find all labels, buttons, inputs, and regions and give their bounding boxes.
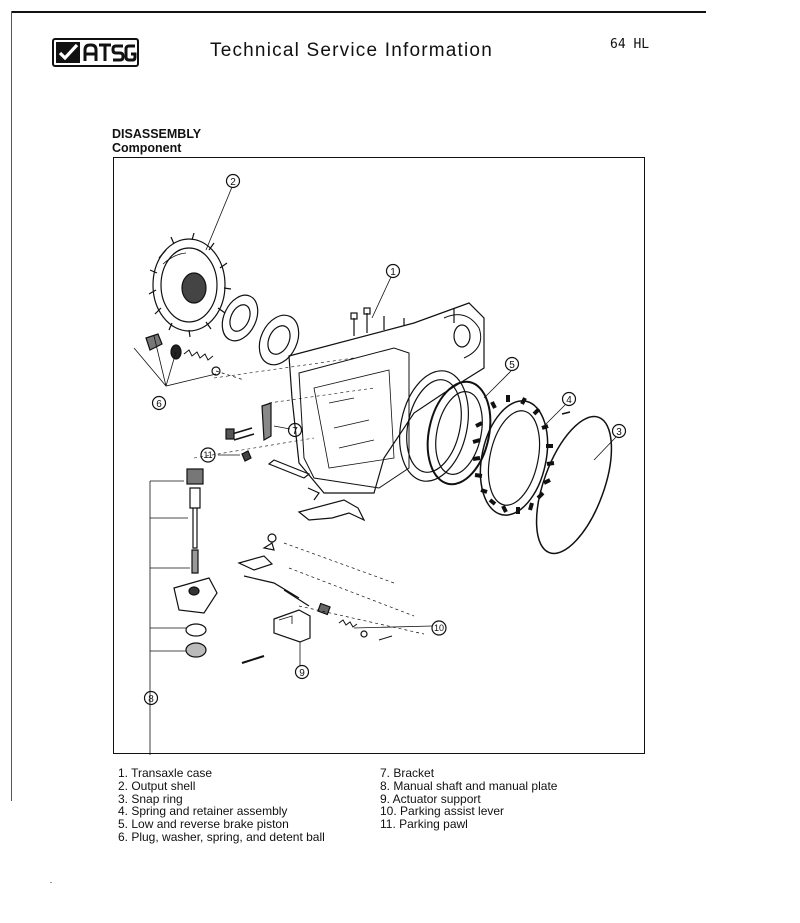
section-title: DISASSEMBLY bbox=[112, 127, 202, 141]
detent-parts bbox=[145, 333, 245, 381]
callout-11-label: 11 bbox=[203, 450, 212, 460]
page-border-top bbox=[12, 11, 706, 13]
legend-item: 10. Parking assist lever bbox=[380, 804, 505, 819]
scan-speck bbox=[50, 882, 52, 883]
callout-7 bbox=[287, 422, 303, 438]
thrust-washer bbox=[221, 294, 259, 342]
bearing-race bbox=[258, 314, 300, 366]
leader-5 bbox=[483, 370, 512, 399]
leader-1 bbox=[371, 276, 392, 319]
callout-9-label: 9 bbox=[299, 668, 305, 679]
callout-4 bbox=[561, 391, 577, 407]
legend-item: 1. Transaxle case bbox=[118, 766, 213, 780]
callout-3-label: 3 bbox=[616, 427, 622, 438]
page-code: 64 HL bbox=[610, 37, 650, 52]
page-border-left bbox=[11, 11, 12, 801]
callout-5-label: 5 bbox=[509, 360, 515, 371]
section-subtitle: Component bbox=[112, 141, 182, 155]
output-shell bbox=[148, 232, 232, 338]
legend-item: 5. Low and reverse brake piston bbox=[118, 817, 289, 832]
brake-piston bbox=[399, 370, 492, 486]
parking-pawl bbox=[218, 450, 366, 522]
legend-item: 8. Manual shaft and manual plate bbox=[380, 778, 558, 793]
manual-shaft-plate bbox=[149, 468, 218, 755]
header-title: Technical Service Information bbox=[210, 40, 493, 61]
callout-8 bbox=[143, 690, 159, 706]
callout-3 bbox=[611, 423, 627, 439]
legend-item: 2. Output shell bbox=[118, 778, 196, 793]
legend-item: 9. Actuator support bbox=[380, 791, 481, 806]
callout-6 bbox=[151, 395, 167, 411]
callout-1 bbox=[385, 263, 401, 279]
callout-10-label: 10 bbox=[434, 623, 444, 633]
callout-4-label: 4 bbox=[566, 395, 572, 406]
callout-10 bbox=[431, 620, 447, 636]
legend-item: 6. Plug, washer, spring, and detent ball bbox=[118, 829, 325, 844]
callout-1-label: 1 bbox=[390, 267, 396, 278]
leader-2 bbox=[205, 186, 233, 251]
legend-item: 7. Bracket bbox=[380, 766, 435, 780]
exploded-view-diagram: 2 1 5 4 3 6 7 11 10 9 8 bbox=[133, 173, 627, 755]
legend-item: 11. Parking pawl bbox=[380, 817, 468, 832]
parking-assist-lever bbox=[237, 533, 433, 641]
parts-legend-right: 7. Bracket 8. Manual shaft and manual pl… bbox=[380, 767, 557, 831]
callout-2-label: 2 bbox=[230, 177, 236, 188]
callout-5 bbox=[504, 356, 520, 372]
legend-item: 3. Snap ring bbox=[118, 791, 183, 806]
actuator-support bbox=[241, 609, 311, 666]
spring-retainer-assembly bbox=[472, 395, 555, 516]
leader-4 bbox=[543, 404, 566, 427]
callout-8-label: 8 bbox=[148, 694, 154, 705]
alignment-lines bbox=[193, 357, 375, 459]
callout-9 bbox=[294, 664, 310, 680]
leader-6 bbox=[133, 335, 217, 387]
atsg-logo bbox=[52, 38, 139, 67]
legend-item: 4. Spring and retainer assembly bbox=[118, 804, 288, 819]
leader-3 bbox=[593, 436, 617, 461]
callout-6-label: 6 bbox=[156, 399, 162, 410]
transaxle-case bbox=[288, 302, 485, 494]
parts-legend-left: 1. Transaxle case 2. Output shell 3. Sna… bbox=[118, 767, 325, 844]
callout-7-label: 7 bbox=[292, 426, 298, 437]
bracket bbox=[225, 402, 291, 442]
callout-11 bbox=[200, 447, 216, 463]
callout-2 bbox=[225, 173, 241, 189]
snap-ring bbox=[535, 411, 613, 555]
exploded-view-figure: 2 1 5 4 3 6 7 11 10 9 8 bbox=[113, 157, 645, 755]
